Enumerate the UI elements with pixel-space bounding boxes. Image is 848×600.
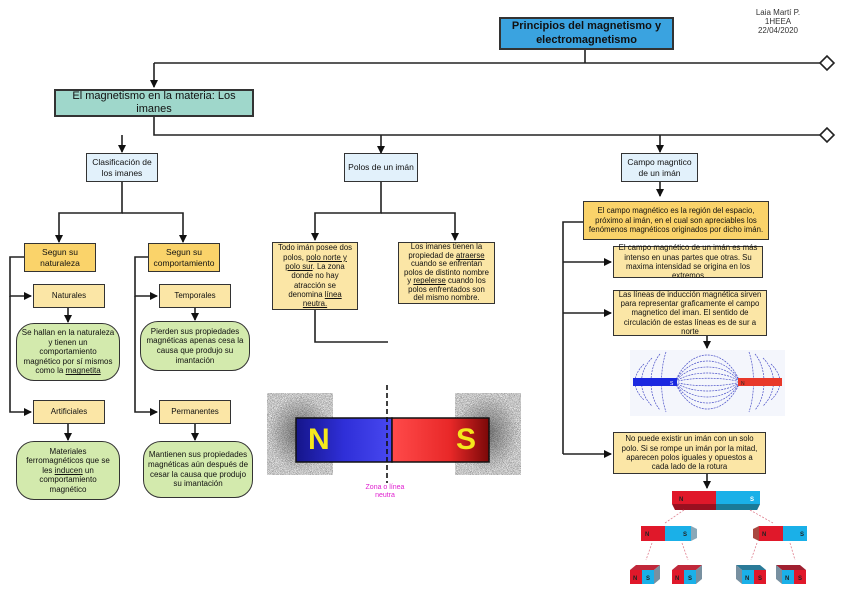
permanent-node[interactable]: Permanentes <box>159 400 231 424</box>
permanent-description: Mantienen sus propiedades magnéticas aún… <box>143 441 253 498</box>
poles-interaction: Los imanes tienen la propiedad de atraer… <box>398 242 495 304</box>
svg-text:S: S <box>750 497 754 503</box>
svg-text:S: S <box>646 576 650 582</box>
field-lines <box>634 351 781 413</box>
temporary-label: Temporales <box>174 291 216 301</box>
artificial-node[interactable]: Artificiales <box>33 400 105 424</box>
svg-text:N: N <box>745 576 749 582</box>
magnet-half-left: N S <box>641 526 697 541</box>
svg-text:S: S <box>798 576 802 582</box>
poles-definition: Todo imán posee dos polos, polo norte y … <box>272 242 358 310</box>
neutral-line-term: línea neutra. <box>302 290 342 309</box>
by-nature-label: Segun su naturaleza <box>40 247 80 268</box>
author-name: Laia Martí P. <box>755 8 801 17</box>
bar-magnet-image: N S <box>267 385 521 483</box>
author-group: 1HEEA <box>764 17 792 27</box>
magnet-quarter-1: N S <box>630 565 660 584</box>
temporary-description: Pierden sus propiedades magnéticas apena… <box>140 321 250 371</box>
svg-text:N: N <box>645 532 649 538</box>
svg-text:S: S <box>758 576 762 582</box>
field-node[interactable]: Campo magntico de un imán <box>621 153 698 182</box>
attract-term: atraerse <box>456 250 485 260</box>
author-date: 22/04/2020 <box>757 26 799 36</box>
svg-text:N: N <box>679 497 683 503</box>
permanent-label: Permanentes <box>171 407 219 417</box>
north-half <box>295 417 393 463</box>
poles-node[interactable]: Polos de un imán <box>344 153 418 182</box>
field-label: Campo magntico de un imán <box>627 157 692 178</box>
natural-description: Se hallan en la naturaleza y tienen un c… <box>16 323 120 381</box>
inducen-term: inducen <box>54 465 83 475</box>
svg-text:S: S <box>800 532 804 538</box>
poles-label: Polos de un imán <box>348 162 414 173</box>
field-intensity: El campo magnético de un imán es más int… <box>613 243 763 280</box>
magnet-half-right: N S <box>753 526 807 541</box>
diamond-end-marker <box>818 54 836 72</box>
by-nature-node[interactable]: Segun su naturaleza <box>24 243 96 272</box>
artificial-description: Materiales ferromagnéticos que se les in… <box>16 441 120 500</box>
svg-text:S: S <box>670 381 674 387</box>
svg-text:S: S <box>683 532 687 538</box>
broken-magnet-image: N S N S N S N <box>630 491 807 584</box>
root-topic-node[interactable]: Principios del magnetismo y electromagne… <box>499 17 674 50</box>
svg-text:N: N <box>785 576 789 582</box>
north-letter: N <box>308 423 330 456</box>
natural-label: Naturales <box>51 291 87 301</box>
single-pole-statement: No puede existir un imán con un solo pol… <box>613 432 766 474</box>
temporary-node[interactable]: Temporales <box>159 284 231 308</box>
south-letter: S <box>456 423 476 456</box>
field-lines-image: S N <box>630 350 785 416</box>
repel-term: repelerse <box>413 276 446 286</box>
field-magnet-right <box>738 378 782 386</box>
svg-text:N: N <box>675 576 679 582</box>
classification-label: Clasificación de los imanes <box>92 157 152 178</box>
field-definition: El campo magnético es la región del espa… <box>583 201 769 240</box>
natural-desc-text: Se hallan en la naturaleza y tienen un c… <box>21 328 115 376</box>
section-label: El magnetismo en la materia: Los imanes <box>72 89 236 115</box>
root-topic-label: Principios del magnetismo y electromagne… <box>511 20 662 46</box>
svg-text:N: N <box>762 532 766 538</box>
author-info: Laia Martí P. 1HEEA 22/04/2020 <box>748 8 808 36</box>
neutral-zone-caption: Zona o línea neutra <box>365 484 405 500</box>
south-half <box>391 417 490 463</box>
artificial-desc-text: Materiales ferromagnéticos que se les <box>26 446 110 475</box>
artificial-label: Artificiales <box>50 407 88 417</box>
svg-text:N: N <box>633 576 637 582</box>
classification-node[interactable]: Clasificación de los imanes <box>86 153 158 182</box>
magnetita-term: magnetita <box>65 366 101 376</box>
svg-text:N: N <box>741 381 745 387</box>
diamond-end-marker <box>818 126 836 144</box>
svg-text:S: S <box>688 576 692 582</box>
magnet-quarter-4: N S <box>776 565 806 584</box>
north-south-pole-term: polo norte y polo sur <box>285 252 347 271</box>
by-behavior-label: Segun su comportamiento <box>153 247 215 268</box>
by-behavior-node[interactable]: Segun su comportamiento <box>148 243 220 272</box>
induction-lines: Las líneas de inducción magnética sirven… <box>613 290 767 336</box>
magnet-quarter-3: N S <box>736 565 766 584</box>
magnet-whole: N S <box>672 491 760 510</box>
section-node[interactable]: El magnetismo en la materia: Los imanes <box>54 89 254 117</box>
magnet-quarter-2: N S <box>672 565 702 584</box>
field-magnet-left <box>633 378 677 386</box>
natural-node[interactable]: Naturales <box>33 284 105 308</box>
